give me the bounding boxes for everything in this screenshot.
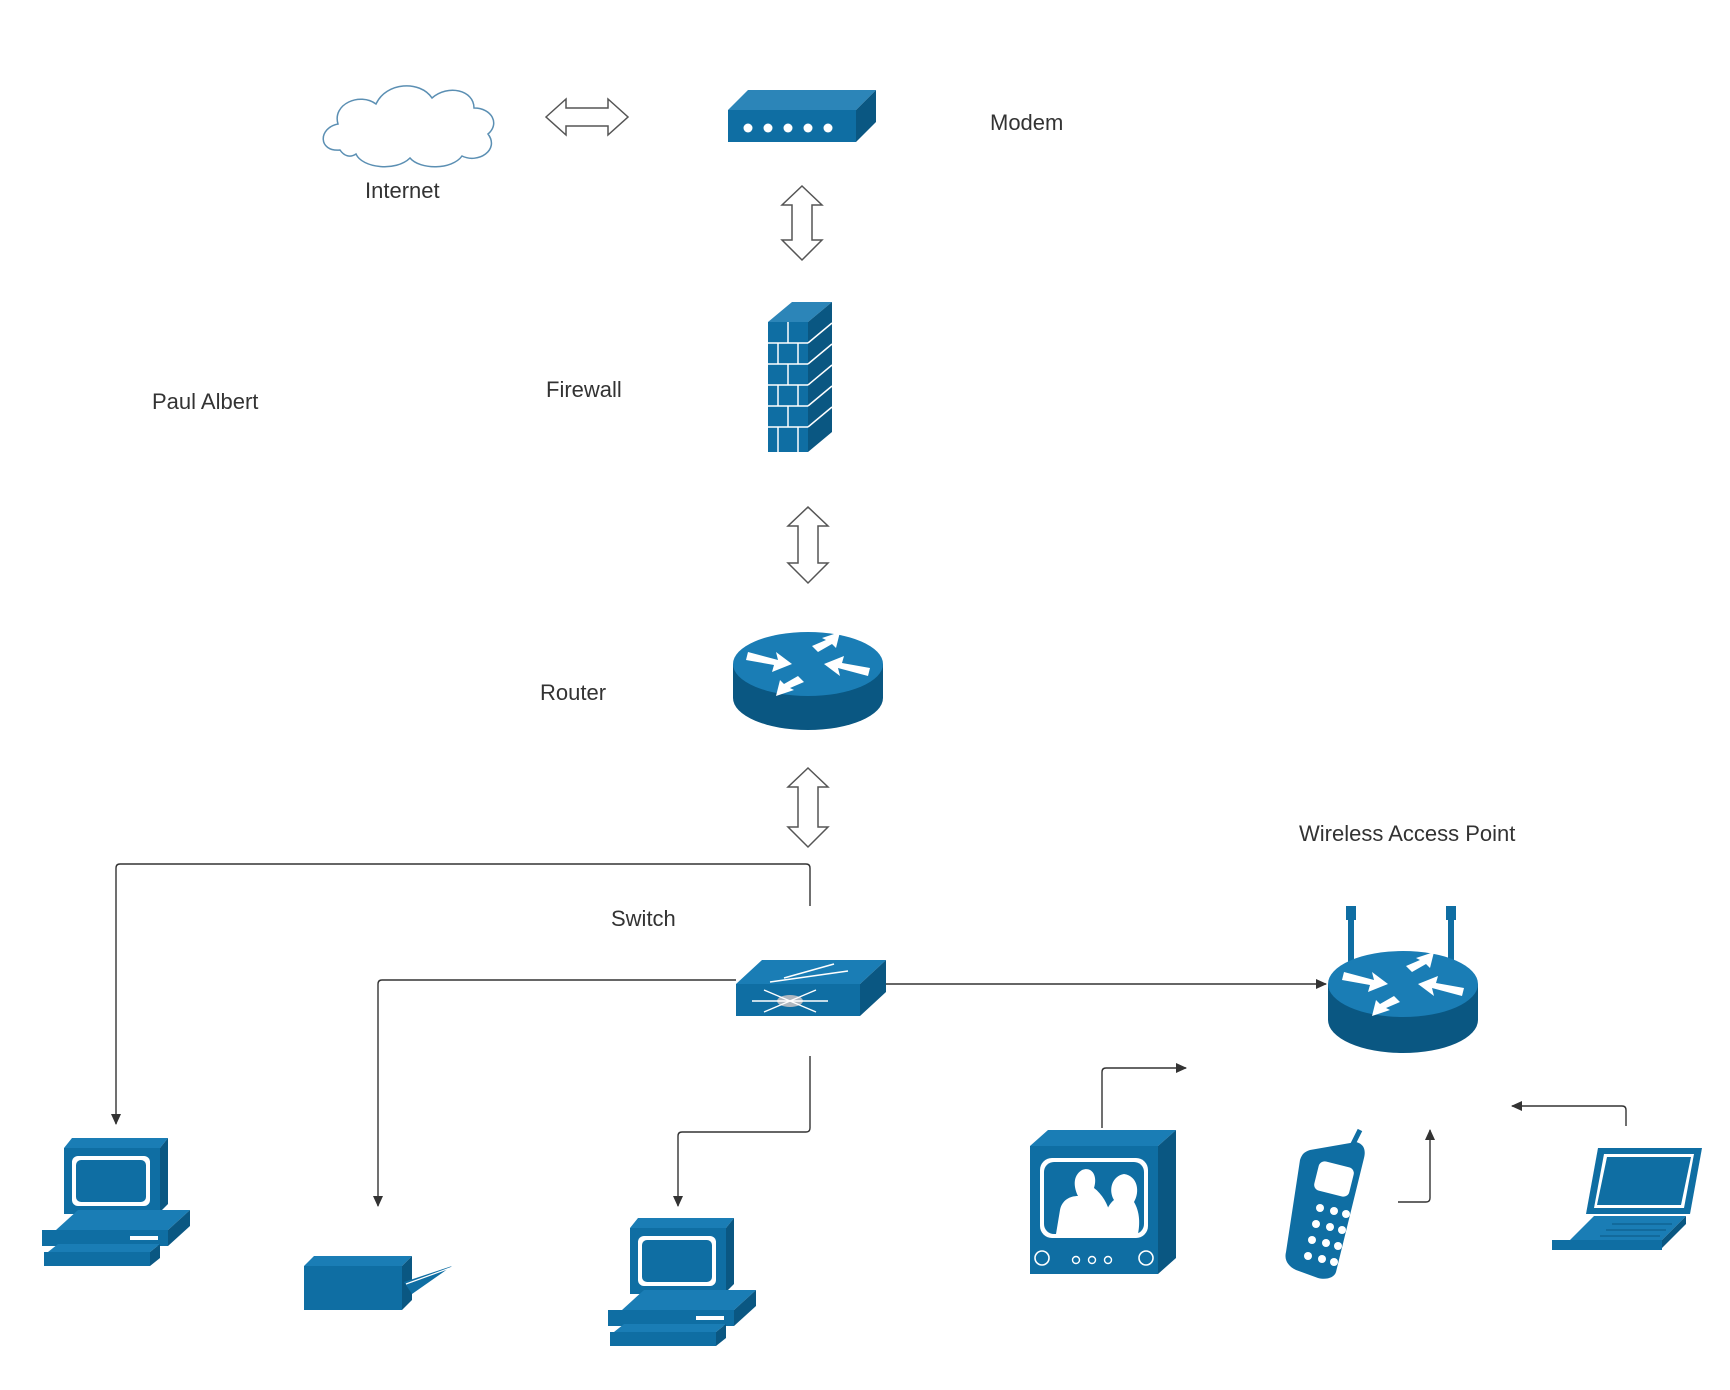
author-label: Paul Albert xyxy=(152,389,259,414)
double-arrow-firewall-router xyxy=(786,505,830,585)
router-label: Router xyxy=(540,680,607,705)
desktop-computer-icon[interactable] xyxy=(42,1138,190,1266)
cordless-phone-icon[interactable] xyxy=(1285,1128,1365,1279)
router-icon[interactable] xyxy=(733,632,883,730)
desktop-computer-icon[interactable] xyxy=(608,1218,756,1346)
connector-switch-desktop-center xyxy=(673,1056,811,1207)
connector-tv xyxy=(1101,1063,1187,1128)
modem-label: Modem xyxy=(990,110,1064,135)
television-icon[interactable] xyxy=(1030,1130,1176,1274)
switch-label: Switch xyxy=(611,906,676,931)
firewall-label: Firewall xyxy=(546,377,622,402)
double-arrow-modem-firewall xyxy=(780,184,824,262)
wireless-access-point-label: Wireless Access Point xyxy=(1299,821,1516,846)
modem-icon[interactable] xyxy=(728,90,876,142)
connector-switch-printer xyxy=(373,979,736,1207)
connector-laptop xyxy=(1511,1101,1627,1126)
connector-phone xyxy=(1398,1129,1435,1203)
firewall-icon[interactable] xyxy=(768,302,833,452)
switch-icon[interactable] xyxy=(736,960,886,1016)
cloud-icon[interactable] xyxy=(322,85,495,168)
internet-label: Internet xyxy=(365,178,440,203)
double-arrow-internet-modem xyxy=(544,97,630,137)
double-arrow-router-switch xyxy=(786,766,830,849)
wireless-router-icon[interactable] xyxy=(1328,906,1478,1053)
connector-switch-desktop-left xyxy=(111,863,811,1125)
laptop-icon[interactable] xyxy=(1552,1148,1702,1250)
printer-icon[interactable] xyxy=(304,1256,452,1310)
